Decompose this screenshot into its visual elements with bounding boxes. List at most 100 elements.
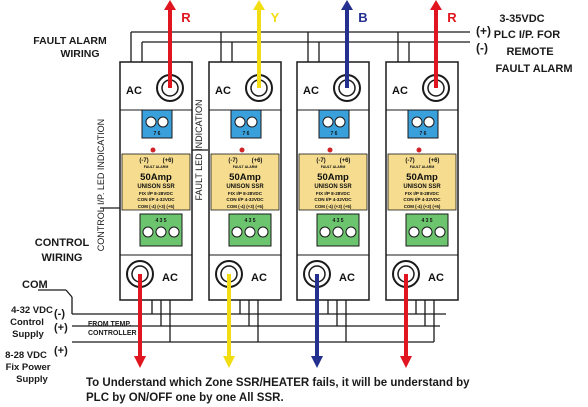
fault-plus-label: (+6)	[429, 158, 440, 164]
control-terminal-screw-icon	[345, 226, 357, 238]
module-label-panel	[210, 153, 280, 211]
control-terminal-screw-icon	[155, 226, 167, 238]
rating-label: 50Amp	[317, 172, 349, 183]
fault-led-icon	[150, 147, 156, 153]
plc-minus-label: (-)	[476, 41, 488, 55]
fault-terminal-numbers: 7 6	[243, 131, 250, 137]
fault-terminal-screw-icon	[411, 116, 423, 128]
brand-label: UNISON SSR	[314, 184, 352, 190]
phase-arrow-down-icon	[400, 356, 412, 368]
control-terminal-screw-icon	[142, 226, 154, 238]
top-ac-label: AC	[126, 85, 142, 97]
fault-minus-label: (-7)	[139, 158, 148, 164]
control-terminal-screw-icon	[231, 226, 243, 238]
plc-fault-alarm-label: FAULT ALARM	[496, 63, 573, 75]
com-row-label: COM (-4) (+3) (+5)	[138, 204, 175, 209]
fault-terminal-screw-icon	[157, 116, 169, 128]
con-ip-label: CON I/P 4-32VDC	[137, 197, 175, 202]
fault-terminal-screw-icon	[322, 116, 334, 128]
fault-alarm-small-label: FAULT ALARM	[144, 165, 169, 169]
brand-label: UNISON SSR	[403, 184, 441, 190]
module-label-panel	[298, 153, 368, 211]
fault-terminal-numbers: 7 6	[420, 131, 427, 137]
bottom-ac-label: AC	[251, 272, 267, 284]
control-supply-label-1: 4-32 VDC	[11, 305, 53, 316]
control-wiring-label-2: WIRING	[42, 252, 83, 264]
phase-arrow-up-icon	[164, 0, 176, 10]
top-ac-label: AC	[392, 85, 408, 97]
phase-arrow-up-icon	[253, 0, 265, 10]
fix-power-label-1: 8-28 VDC	[5, 350, 47, 361]
fault-plus-label: (+6)	[340, 158, 351, 164]
fault-minus-label: (-7)	[405, 158, 414, 164]
control-terminal-screw-icon	[434, 226, 446, 238]
fault-terminal-numbers: 7 6	[331, 131, 338, 137]
top-ac-label: AC	[303, 85, 319, 97]
module-label-panel	[121, 153, 191, 211]
from-temp-label-1: FROM TEMP.	[88, 321, 131, 328]
phase-label-2: Y	[271, 10, 280, 25]
control-wiring-label: CONTROL	[35, 237, 90, 249]
control-supply-label-2: Control	[10, 317, 44, 328]
fault-terminal-screw-icon	[334, 116, 346, 128]
phase-label-1: R	[181, 10, 191, 25]
control-terminal-screw-icon	[332, 226, 344, 238]
com-label: COM	[22, 279, 48, 291]
control-terminal-screw-icon	[408, 226, 420, 238]
note-line-2: PLC by ON/OFF one by one All SSR.	[86, 392, 284, 404]
fault-led-icon	[327, 147, 333, 153]
control-terminal-screw-icon	[257, 226, 269, 238]
con-ip-label: CON I/P 4-32VDC	[403, 197, 441, 202]
com-row-label: COM (-4) (+3) (+5)	[404, 204, 441, 209]
phase-arrow-up-icon	[430, 0, 442, 10]
control-terminal-screw-icon	[319, 226, 331, 238]
module-label-panel	[387, 153, 457, 211]
fix-power-label-3: Supply	[16, 374, 48, 385]
bottom-ac-label: AC	[162, 272, 178, 284]
bottom-ac-label: AC	[428, 272, 444, 284]
fix-ip-label: FIX I/P 8-28VDC	[139, 191, 174, 196]
fix-power-label-2: Fix Power	[6, 362, 51, 373]
fix-power-plus-label: (+)	[54, 345, 68, 357]
con-ip-label: CON I/P 4-32VDC	[226, 197, 264, 202]
fault-alarm-wiring-label: FAULT ALARM	[33, 35, 107, 47]
phase-arrow-down-icon	[134, 356, 146, 368]
control-terminal-screw-icon	[244, 226, 256, 238]
note-line-1: To Understand which Zone SSR/HEATER fail…	[86, 377, 470, 389]
fault-led-icon	[239, 147, 245, 153]
brand-label: UNISON SSR	[137, 184, 175, 190]
rating-label: 50Amp	[229, 172, 261, 183]
plc-label-group: (+) (-) 3-35VDC PLC I/P. FOR REMOTE FAUL…	[476, 13, 572, 75]
fault-minus-label: (-7)	[228, 158, 237, 164]
brand-label: UNISON SSR	[226, 184, 264, 190]
fault-terminal-screw-icon	[246, 116, 258, 128]
top-ac-label: AC	[215, 85, 231, 97]
fault-minus-label: (-7)	[316, 158, 325, 164]
fault-alarm-wiring-label-2: WIRING	[60, 48, 99, 60]
plc-input-label: PLC I/P. FOR	[494, 29, 560, 41]
rating-label: 50Amp	[140, 172, 172, 183]
fix-ip-label: FIX I/P 8-28VDC	[316, 191, 351, 196]
com-row-label: COM (-4) (+3) (+5)	[227, 204, 264, 209]
control-terminal-numbers: 4 3 5	[244, 218, 255, 224]
plc-range-label: 3-35VDC	[499, 13, 544, 25]
con-ip-label: CON I/P 4-32VDC	[314, 197, 352, 202]
fault-terminal-numbers: 7 6	[154, 131, 161, 137]
control-terminal-numbers: 4 3 5	[332, 218, 343, 224]
plc-plus-label: (+)	[476, 24, 491, 38]
rating-label: 50Amp	[406, 172, 438, 183]
fault-led-icon	[416, 147, 422, 153]
com-row-label: COM (-4) (+3) (+5)	[315, 204, 352, 209]
fix-ip-label: FIX I/P 8-28VDC	[228, 191, 263, 196]
from-temp-label-2: CONTROLLER	[88, 330, 137, 337]
plc-remote-label: REMOTE	[506, 46, 553, 58]
fault-alarm-small-label: FAULT ALARM	[233, 165, 258, 169]
